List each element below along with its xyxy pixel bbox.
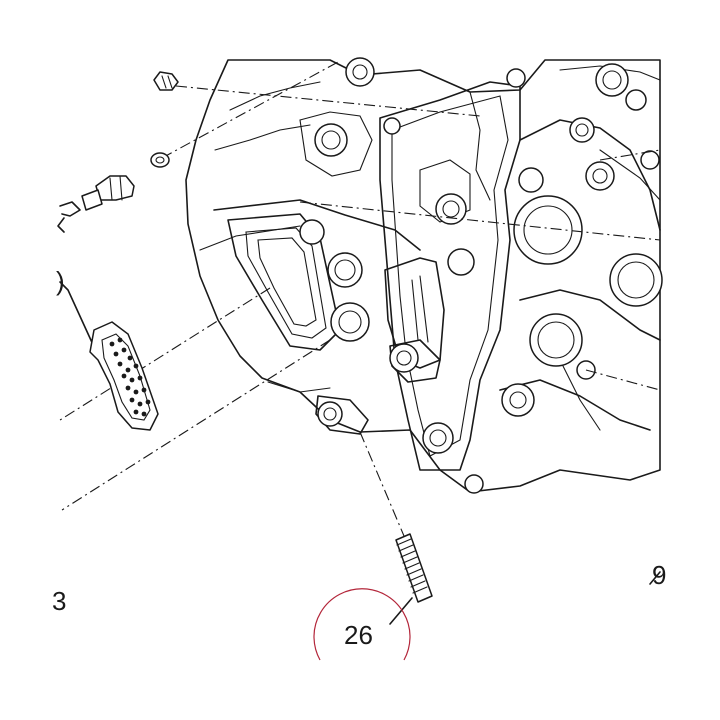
cropped-callout-left-lower: 3: [52, 586, 66, 616]
sleeve-plug: [153, 71, 179, 91]
callout-label-26: 26: [344, 620, 373, 650]
sensor-fitting: [57, 175, 135, 233]
perforation-holes: [109, 337, 151, 417]
callout-circle: [313, 588, 411, 661]
callout-26: 26: [313, 588, 411, 661]
threaded-stud: [389, 533, 433, 625]
cropped-callout-right-lower: 9: [652, 560, 666, 590]
right-leader-stub: [649, 571, 661, 585]
assembly-lines: [59, 61, 661, 537]
head-bolt-holes: [299, 57, 663, 494]
cropped-callout-left-upper: ): [56, 266, 65, 296]
stud-threads: [396, 538, 428, 594]
sealing-washer: [150, 152, 170, 168]
perforated-shield-plate: [59, 281, 159, 431]
